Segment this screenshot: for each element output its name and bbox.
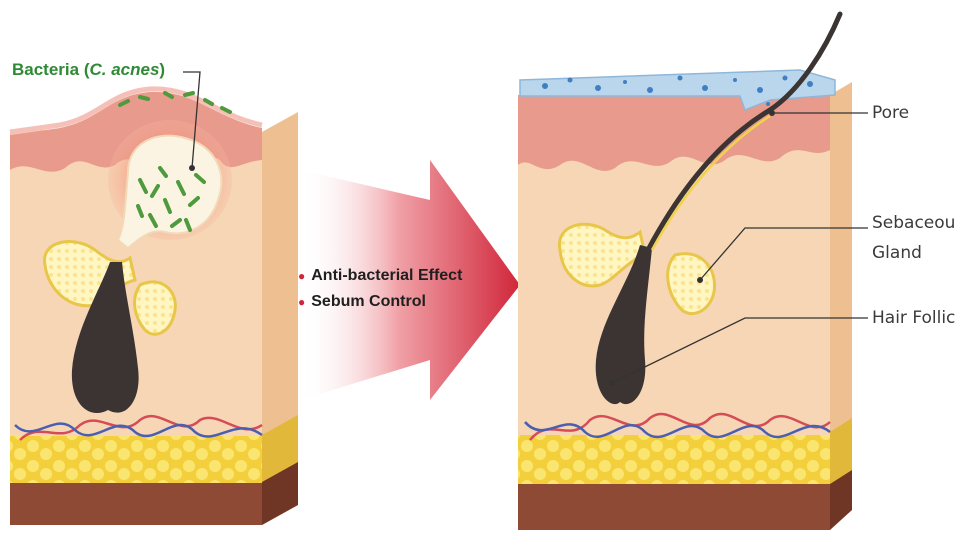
bullet-dot: ● [298,295,305,309]
muscle-layer-right [518,482,830,530]
bacteria-label-prefix: Bacteria ( [12,60,89,79]
sebaceous-gland-label-line2: Gland [872,241,922,265]
bullet-dot: ● [298,269,305,283]
sebaceous-gland-label-line1: Sebaceou [872,211,955,235]
fat-layer [10,435,262,483]
effect-item: ● Anti-bacterial Effect [298,267,462,293]
bacteria-species: C. acnes [89,60,159,79]
inflamed-skin-block [10,72,298,525]
pore-label: Pore [872,101,909,125]
treatment-effects-list: ● Anti-bacterial Effect ● Sebum Control [298,267,462,319]
fat-layer-right [518,432,830,484]
hair-follicle-label: Hair Follic [872,306,955,330]
effect-item: ● Sebum Control [298,293,462,319]
healthy-skin-block [518,14,852,530]
bacteria-label-suffix: ) [159,60,165,79]
effect-text: Sebum Control [311,293,426,310]
effect-text: Anti-bacterial Effect [311,267,462,284]
bacteria-label: Bacteria (C. acnes) [12,60,165,80]
muscle-layer [10,480,262,525]
